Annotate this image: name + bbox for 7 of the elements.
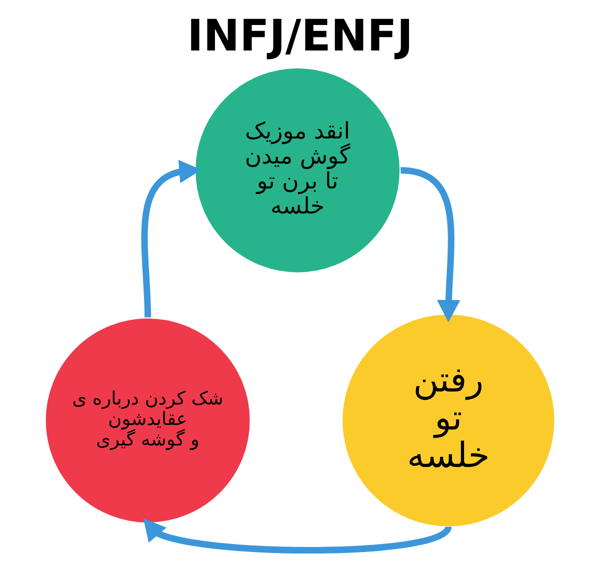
arrow <box>141 160 202 318</box>
diagram-title: INFJ/ENFJ <box>187 11 413 62</box>
node-circle: رفتن تو خلسه <box>342 314 554 526</box>
arrow <box>143 518 452 554</box>
node-circle: شک کردن درباره ی عقایدشون و گوشه گیری <box>46 318 250 522</box>
arrow <box>400 167 460 322</box>
node-circle: انقد موزیک گوش میدن تا برن تو خلسه <box>196 68 400 272</box>
